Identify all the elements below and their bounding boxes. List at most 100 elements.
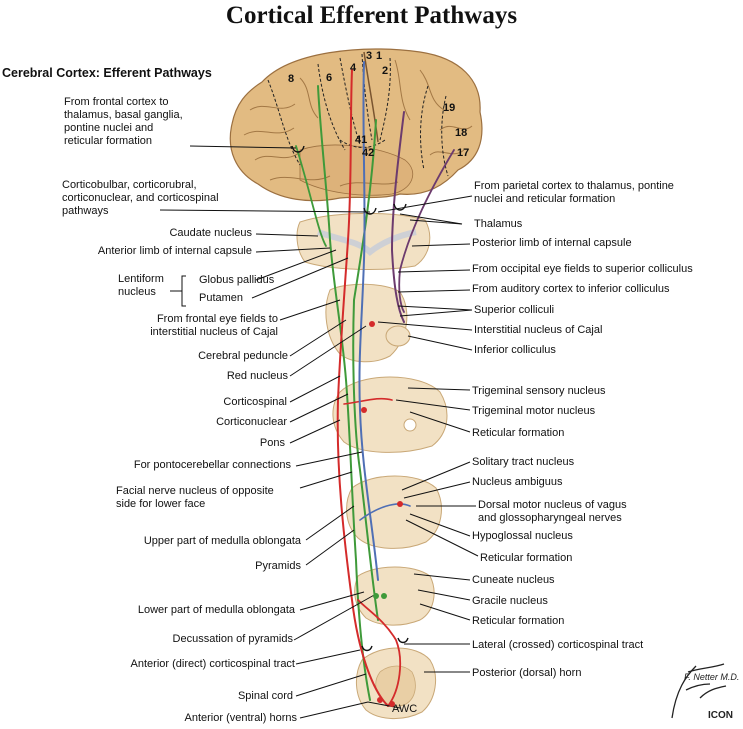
label-ambiguus: Nucleus ambiguus <box>472 476 563 488</box>
label-frontal-eye: From frontal eye fields to interstitial … <box>150 313 278 339</box>
label-gracile: Gracile nucleus <box>472 595 548 607</box>
label-trigeminal-motor: Trigeminal motor nucleus <box>472 405 596 417</box>
label-pontocerebellar: For pontocerebellar connections <box>133 459 291 471</box>
label-cerebral-peduncle: Cerebral peduncle <box>198 350 288 362</box>
label-line: pontine nuclei and <box>64 122 154 134</box>
label-reticular-formation: Reticular formation <box>472 427 565 439</box>
label-pons: Pons <box>259 437 285 449</box>
green-tract-frontal <box>295 145 327 247</box>
label-spinal-cord: Spinal cord <box>237 690 293 702</box>
label-line: interstitial nucleus of Cajal <box>150 326 278 338</box>
origin-brackets <box>291 145 409 652</box>
area-label: 17 <box>457 147 470 159</box>
brain-gyri <box>243 59 473 187</box>
pons-nucleus-dot <box>403 418 417 432</box>
label-posterior-horn: Posterior (dorsal) horn <box>472 667 582 679</box>
label-cajal: Interstitial nucleus of Cajal <box>474 324 603 336</box>
blue-tract-main <box>358 61 379 581</box>
area-label: 2 <box>382 65 389 77</box>
label-thalamus: Thalamus <box>474 218 523 230</box>
area-label: 19 <box>443 102 456 114</box>
upper-medulla-section <box>346 475 442 549</box>
label-inferior-colliculus: Inferior colliculus <box>474 344 556 356</box>
label-trigeminal-sensory: Trigeminal sensory nucleus <box>472 385 606 397</box>
label-solitary: Solitary tract nucleus <box>472 456 575 468</box>
label-caudate: Caudate nucleus <box>169 227 252 239</box>
area-label: 1 <box>376 50 383 62</box>
icon-logo: ICON <box>708 710 733 721</box>
label-line: and glossopharyngeal nerves <box>478 512 622 524</box>
label-parietal-cortex: From parietal cortex to thalamus, pontin… <box>474 180 674 206</box>
central-sulcus <box>363 51 379 143</box>
brain-hemisphere <box>229 48 483 202</box>
label-line: nuclei and reticular formation <box>474 193 616 205</box>
midbrain-section <box>325 283 408 363</box>
label-lower-medulla: Lower part of medulla oblongata <box>137 604 295 616</box>
label-globus-pallidus: Globus pallidus <box>199 274 275 286</box>
label-posterior-limb: Posterior limb of internal capsule <box>472 237 632 249</box>
area-label: 41 <box>355 134 368 146</box>
label-corticobulbar: Corticobulbar, corticorubral, corticonuc… <box>62 179 219 218</box>
label-line: side for lower face <box>116 498 206 510</box>
label-frontal-cortex: From frontal cortex to thalamus, basal g… <box>64 96 183 148</box>
area-label: 3 <box>366 50 373 62</box>
label-pyramids: Pyramids <box>255 560 301 572</box>
label-line: Corticobulbar, corticorubral, <box>62 179 197 191</box>
label-corticospinal: Corticospinal <box>223 396 287 408</box>
page-title: Cortical Efferent Pathways <box>225 2 518 29</box>
area-label: 4 <box>350 62 357 74</box>
label-line: Lentiform <box>118 273 164 285</box>
temporal-lobe <box>299 144 414 196</box>
label-line: pathways <box>62 205 109 217</box>
label-red-nucleus: Red nucleus <box>226 370 288 382</box>
label-line: From parietal cortex to thalamus, pontin… <box>474 180 674 192</box>
red-tract-main <box>336 69 389 707</box>
artist-signature <box>671 663 727 719</box>
awc-tag: AWC <box>392 703 417 715</box>
label-corticonuclear: Corticonuclear <box>216 416 287 428</box>
nucleus-markers <box>361 321 403 707</box>
brainstem-sections <box>296 212 448 719</box>
label-auditory-cortex: From auditory cortex to inferior collicu… <box>472 283 670 295</box>
label-upper-medulla: Upper part of medulla oblongata <box>143 535 301 547</box>
label-anterior-tract: Anterior (direct) corticospinal tract <box>130 658 295 670</box>
label-line: Dorsal motor nucleus of vagus <box>478 499 627 511</box>
inferior-colliculus-shape <box>385 325 411 347</box>
label-anterior-limb: Anterior limb of internal capsule <box>97 245 252 257</box>
blue-tract-medulla <box>359 503 411 521</box>
red-tract-pons <box>343 397 393 405</box>
label-reticular-formation: Reticular formation <box>480 552 573 564</box>
brodmann-area-borders <box>267 53 449 177</box>
label-dorsal-motor: Dorsal motor nucleus of vagus and glosso… <box>478 499 627 525</box>
lower-medulla-section <box>354 566 435 626</box>
label-line: reticular formation <box>64 135 153 147</box>
label-superior-colliculi: Superior colliculi <box>474 304 555 316</box>
red-tract-cross <box>357 599 402 707</box>
label-anterior-horns: Anterior (ventral) horns <box>184 712 298 724</box>
cerebral-cortex <box>229 48 483 202</box>
internal-capsule <box>316 229 417 257</box>
label-decussation: Decussation of pyramids <box>172 633 293 645</box>
label-lateral-tract: Lateral (crossed) corticospinal tract <box>472 639 644 651</box>
label-line: From frontal cortex to <box>64 96 169 108</box>
diagram-subtitle: Cerebral Cortex: Efferent Pathways <box>2 66 212 80</box>
leader-lines <box>159 145 479 719</box>
label-cuneate: Cuneate nucleus <box>472 574 555 586</box>
label-facial-nerve: Facial nerve nucleus of opposite side fo… <box>116 485 274 511</box>
label-line: From frontal eye fields to <box>156 313 278 325</box>
green-tract-right <box>352 119 379 621</box>
label-putamen: Putamen <box>199 292 244 304</box>
area-label: 8 <box>288 73 295 85</box>
label-line: thalamus, basal ganglia, <box>64 109 183 121</box>
label-line: nucleus <box>118 286 156 298</box>
label-lentiform: Lentiform nucleus <box>118 273 164 299</box>
area-label: 6 <box>326 72 333 84</box>
label-hypoglossal: Hypoglossal nucleus <box>472 530 573 542</box>
purple-tract-occipital <box>398 149 455 313</box>
signature-text: F. Netter M.D. <box>684 672 739 682</box>
area-label: 18 <box>455 127 468 139</box>
label-line: Facial nerve nucleus of opposite <box>116 485 274 497</box>
label-reticular-formation: Reticular formation <box>472 615 565 627</box>
label-line: corticonuclear, and corticospinal <box>62 192 219 204</box>
